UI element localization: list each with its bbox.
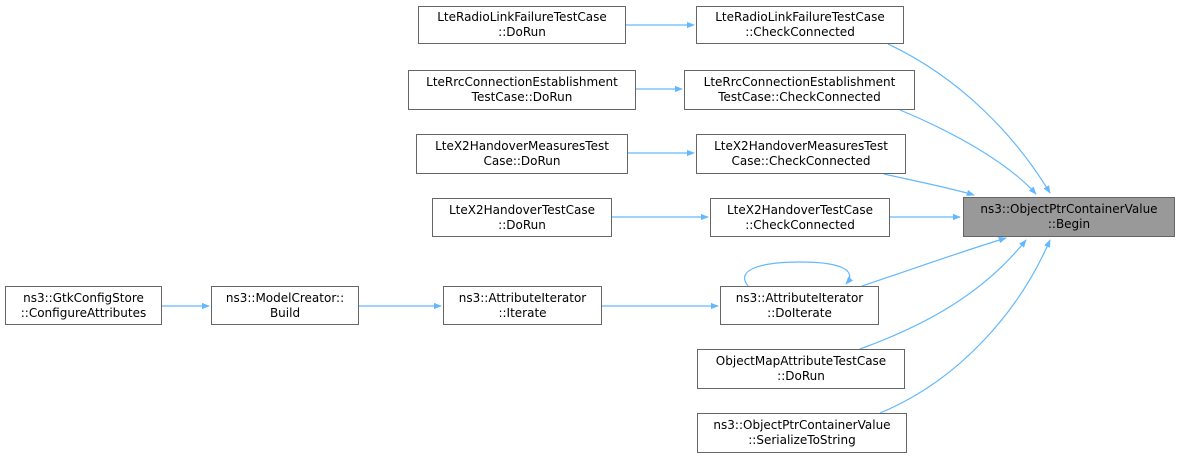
edge-ai-doit-self-loop <box>743 261 854 287</box>
node-label-line1: LteX2HandoverTestCase <box>449 202 595 217</box>
node-label-line1: LteRrcConnectionEstablishment <box>426 75 618 89</box>
edge-omatc-to-target <box>859 239 1027 350</box>
node-radiolinkfailure-checkconnected[interactable]: LteRadioLinkFailureTestCase ::CheckConne… <box>696 6 904 44</box>
node-label-line2: ::DoIterate <box>767 305 832 320</box>
edge-rrc-cc-to-target <box>899 109 1037 195</box>
node-x2handover-checkconnected[interactable]: LteX2HandoverTestCase ::CheckConnected <box>710 198 890 237</box>
node-x2handovermeasures-checkconnected[interactable]: LteX2HandoverMeasuresTest Case::CheckCon… <box>696 134 906 174</box>
node-label-line2: ::DoRun <box>777 369 825 383</box>
node-x2handovermeasures-dorun[interactable]: LteX2HandoverMeasuresTest Case::DoRun <box>416 134 628 174</box>
edge-x2m-cc-to-target <box>883 173 975 197</box>
node-label-line2: Build <box>269 305 301 320</box>
node-attributeiterator-doiterate[interactable]: ns3::AttributeIterator ::DoIterate <box>720 286 879 325</box>
edge-ai-doit-to-target <box>861 237 1007 287</box>
node-objectmapattributetestcase-dorun[interactable]: ObjectMapAttributeTestCase ::DoRun <box>697 349 905 389</box>
node-attributeiterator-iterate[interactable]: ns3::AttributeIterator ::Iterate <box>443 286 602 325</box>
node-label-line1: ns3::ObjectPtrContainerValue <box>713 418 891 432</box>
node-label-line1: LteX2HandoverMeasuresTest <box>714 139 888 153</box>
node-rrcconnection-checkconnected[interactable]: LteRrcConnectionEstablishment TestCase::… <box>684 70 915 110</box>
node-gtkconfigstore-configureattributes[interactable]: ns3::GtkConfigStore ::ConfigureAttribute… <box>5 286 162 325</box>
node-x2handover-dorun[interactable]: LteX2HandoverTestCase ::DoRun <box>432 198 612 237</box>
node-objectptrcontainervalue-serializetostring[interactable]: ns3::ObjectPtrContainerValue ::Serialize… <box>697 413 907 453</box>
node-label-line1: ns3::ModelCreator:: <box>225 290 345 305</box>
node-label-line2: ::Begin <box>1047 217 1091 231</box>
node-label-line1: ns3::ObjectPtrContainerValue <box>980 202 1158 216</box>
node-label-line2: TestCase::CheckConnected <box>718 90 881 104</box>
node-label-line1: LteX2HandoverTestCase <box>727 202 873 217</box>
node-label-line1: ns3::GtkConfigStore <box>23 290 144 305</box>
node-modelcreator-build[interactable]: ns3::ModelCreator:: Build <box>211 286 359 325</box>
node-label-line1: ns3::AttributeIterator <box>458 290 587 305</box>
node-label-line1: ns3::AttributeIterator <box>735 290 864 305</box>
node-radiolinkfailure-dorun[interactable]: LteRadioLinkFailureTestCase ::DoRun <box>418 6 626 44</box>
node-label-line1: ObjectMapAttributeTestCase <box>715 354 887 368</box>
node-label-line1: LteX2HandoverMeasuresTest <box>435 139 609 153</box>
node-label-line2: ::Iterate <box>498 305 547 320</box>
node-objectptrcontainervalue-begin[interactable]: ns3::ObjectPtrContainerValue ::Begin <box>963 197 1175 237</box>
node-label-line1: LteRadioLinkFailureTestCase <box>715 10 885 24</box>
node-label-line2: ::ConfigureAttributes <box>20 305 147 320</box>
node-label-line2: ::SerializeToString <box>748 433 856 447</box>
node-label-line2: ::CheckConnected <box>745 25 855 39</box>
node-label-line2: Case::CheckConnected <box>731 154 871 168</box>
node-label-line2: ::CheckConnected <box>745 217 855 232</box>
node-label-line2: Case::DoRun <box>483 154 561 168</box>
edge-serial-to-target <box>879 239 1051 414</box>
node-label-line1: LteRadioLinkFailureTestCase <box>437 10 607 24</box>
node-label-line2: ::DoRun <box>498 217 546 232</box>
node-label-line2: TestCase::DoRun <box>471 90 573 104</box>
edge-rlf-cc-to-target <box>887 43 1051 194</box>
node-label-line2: ::DoRun <box>498 25 546 39</box>
node-label-line1: LteRrcConnectionEstablishment <box>703 75 896 89</box>
node-rrcconnection-dorun[interactable]: LteRrcConnectionEstablishment TestCase::… <box>408 70 636 110</box>
